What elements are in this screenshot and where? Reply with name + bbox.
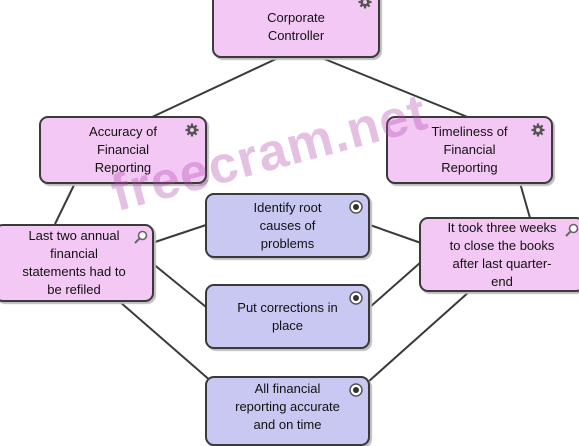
node-all-accurate-label: All financial reporting accurate and on … [235,381,340,432]
connector-threeweeks-accurate [367,290,471,383]
connector-threeweeks-identify [369,224,422,244]
node-refiled-label: Last two annual financial statements had… [22,228,126,297]
node-all-reporting-accurate[interactable]: All financial reporting accurate and on … [205,376,370,446]
node-identify-root-causes[interactable]: Identify root causes of problems [205,193,370,258]
magnifier-icon [565,223,579,237]
target-icon [349,291,363,305]
node-put-corrections[interactable]: Put corrections in place [205,284,370,349]
node-identify-root-label: Identify root causes of problems [253,199,322,251]
connector-refiled-accurate [119,301,213,383]
gear-icon [358,0,372,9]
target-icon [349,383,363,397]
connector-lines [54,57,531,383]
node-timeliness-financial-reporting[interactable]: Timeliness of Financial Reporting [386,116,553,184]
node-corporate-controller-label: Corporate Controller [267,10,325,43]
connector-threeweeks-corrections [369,261,422,308]
connector-refiled-corrections [151,262,207,308]
gear-icon [185,123,199,137]
node-timeliness-label: Timeliness of Financial Reporting [431,124,508,175]
node-accuracy-label: Accuracy of Financial Reporting [89,124,157,175]
connector-controller-timeliness [321,57,471,119]
gear-icon [531,123,545,137]
node-accuracy-financial-reporting[interactable]: Accuracy of Financial Reporting [39,116,207,184]
connector-controller-accuracy [149,57,279,119]
connector-accuracy-refiled [54,182,76,225]
node-put-corrections-label: Put corrections in place [237,299,338,333]
connector-timeliness-threeweeks [519,182,531,219]
node-corporate-controller[interactable]: Corporate Controller [212,0,380,58]
magnifier-icon [134,230,148,244]
node-three-weeks-close[interactable]: It took three weeks to close the books a… [419,217,579,292]
connector-refiled-identify [151,224,207,244]
node-three-weeks-label: It took three weeks to close the books a… [447,219,557,289]
node-refiled-statements[interactable]: Last two annual financial statements had… [0,224,154,302]
target-icon [349,200,363,214]
